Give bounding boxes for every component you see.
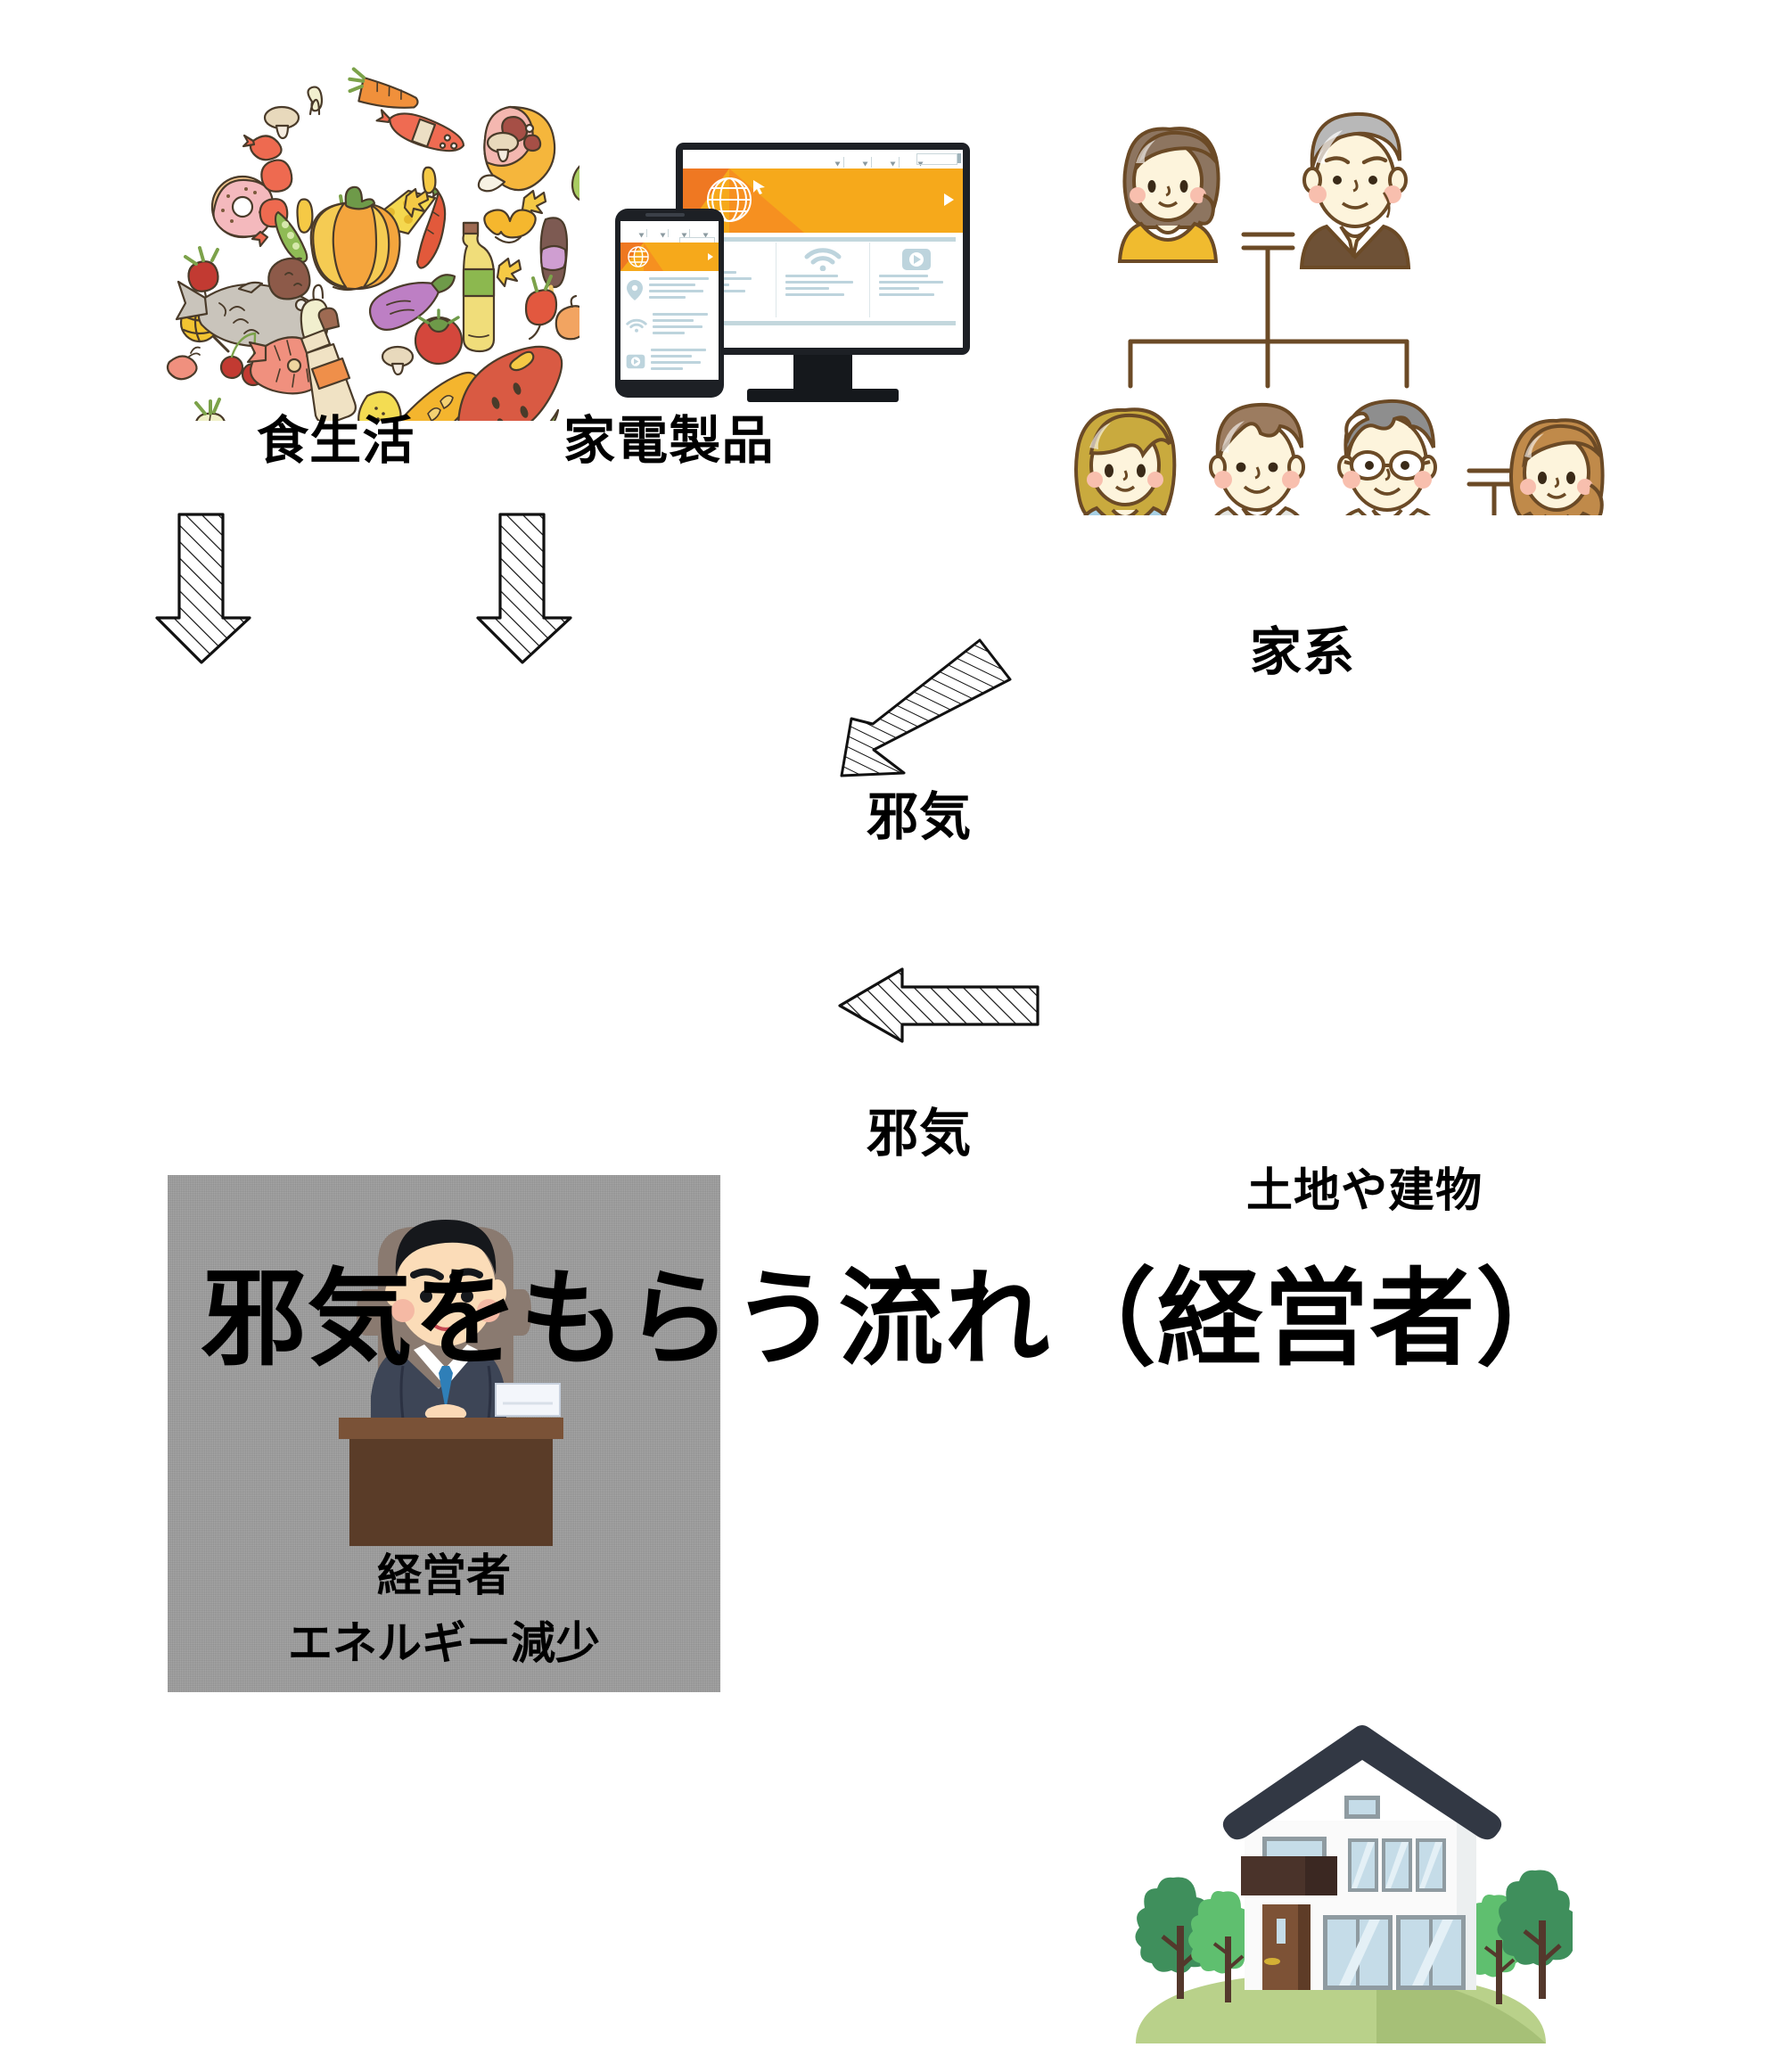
family-tree-illustration	[1061, 70, 1631, 640]
arrow-food-down	[150, 513, 266, 664]
label-appliances: 家電製品	[563, 410, 775, 471]
arrow-family-diagonal	[802, 615, 1043, 785]
location-pin-icon	[627, 280, 643, 300]
smartphone-icon	[615, 209, 724, 398]
manager-label-line2: エネルギー減少	[288, 1617, 600, 1669]
label-family: 家系	[1250, 621, 1356, 682]
manager-node: 経営者 エネルギー減少	[168, 1175, 720, 1692]
monitor-stand-base	[747, 389, 899, 402]
arrow-appliances-down	[471, 513, 587, 664]
label-property-flow: 邪気	[867, 1103, 973, 1163]
food-circle-illustration	[160, 55, 612, 475]
label-property: 土地や建物	[1246, 1164, 1483, 1218]
house-illustration	[1109, 1712, 1579, 2068]
computer-and-smartphone-illustration	[615, 134, 1016, 481]
manager-label-line1: 経営者	[377, 1550, 511, 1601]
label-family-flow: 邪気	[867, 786, 973, 847]
arrow-property-left	[829, 936, 1061, 1052]
wifi-icon	[626, 318, 647, 333]
label-food: 食生活	[257, 410, 415, 471]
diagram-canvas: 食生活 家電製品 邪気 邪気	[150, 55, 1631, 2043]
page-title: 邪気をもらう流れ（経営者）	[201, 1257, 1582, 1380]
monitor-stand-neck	[793, 355, 852, 389]
video-play-icon	[626, 354, 645, 368]
monitor-icon	[676, 143, 970, 355]
